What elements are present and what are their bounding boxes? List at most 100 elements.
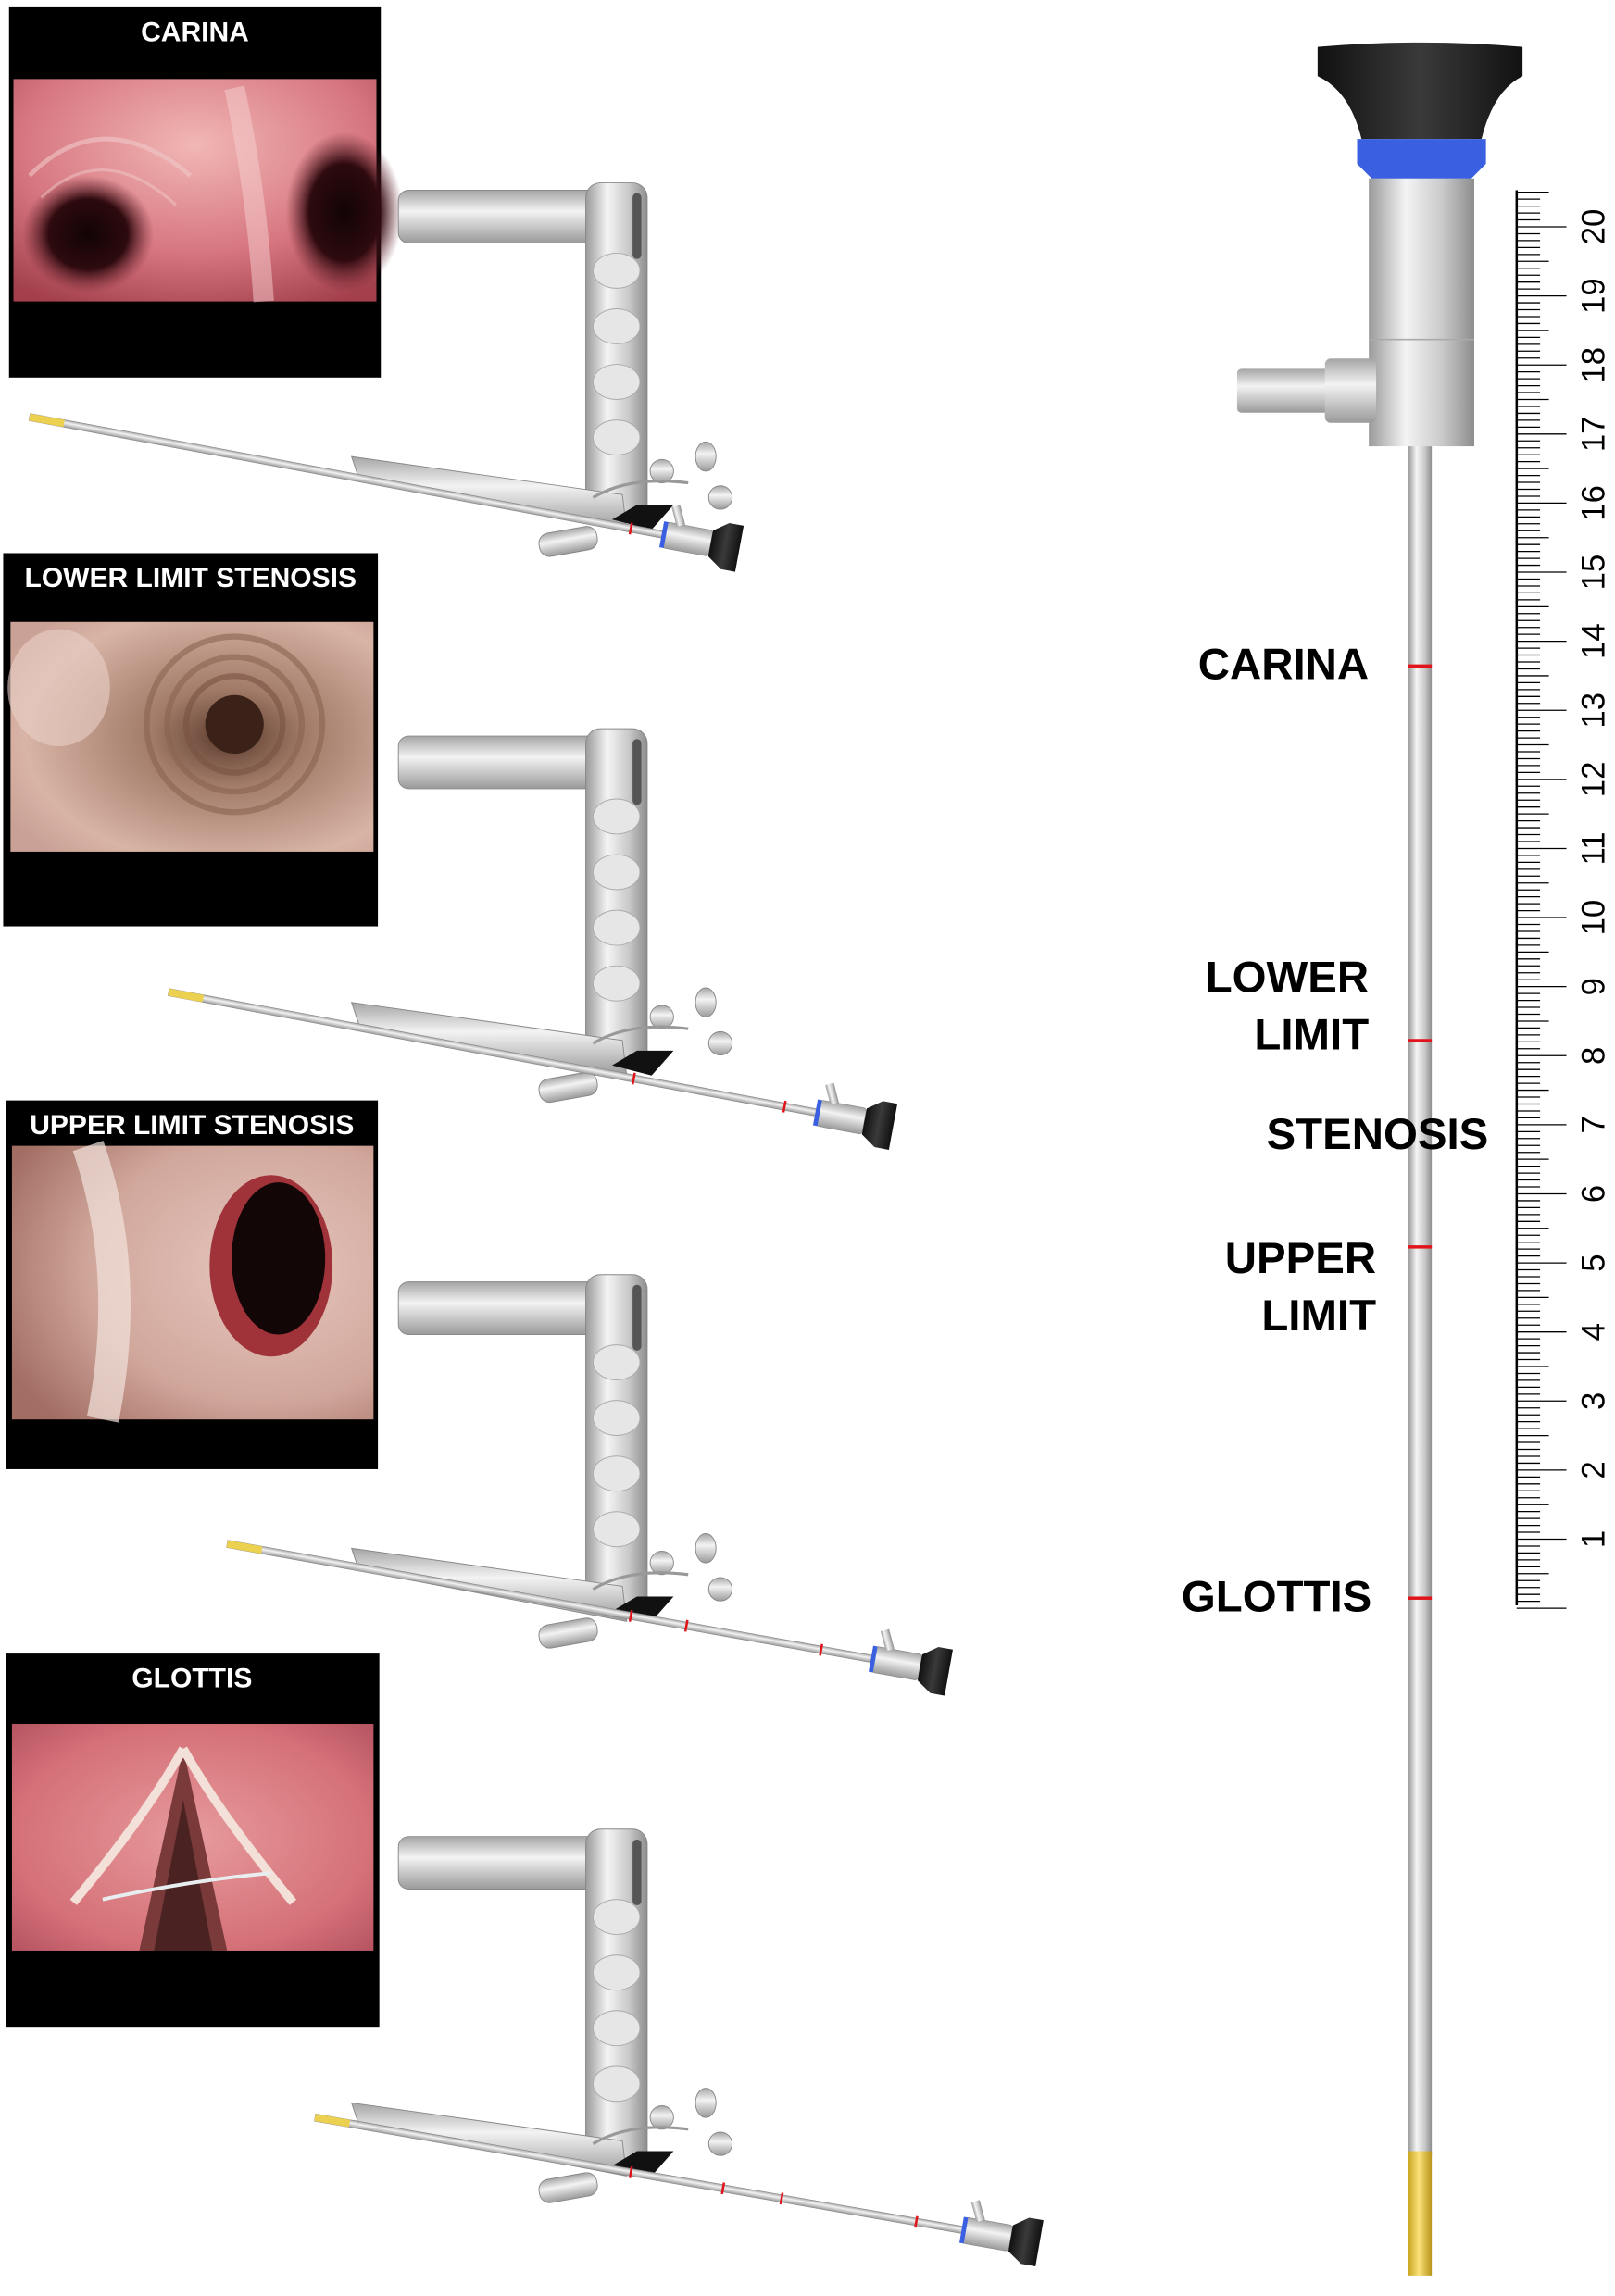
scope-light-post <box>970 2200 985 2223</box>
laryngoscope-4 <box>314 1828 1044 2267</box>
endoscopic-image-glottis <box>11 1723 374 1951</box>
jaw-opening <box>611 2151 674 2177</box>
ruler-number: 3 <box>1577 1392 1612 1410</box>
handle-grip <box>592 1400 641 1437</box>
ruler-number: 8 <box>1577 1047 1612 1065</box>
light-carrier-tube <box>397 1836 604 1890</box>
panel-carina: CARINA <box>8 6 403 378</box>
ruler-number: 6 <box>1577 1185 1612 1203</box>
handle-slot <box>632 739 642 805</box>
handle-grip <box>592 2010 641 2047</box>
endoscopic-image-carina <box>13 79 403 303</box>
rod-tip <box>168 988 205 1003</box>
rod-marker <box>631 1072 636 1085</box>
light-post-connector <box>1236 358 1377 423</box>
lever <box>695 987 717 1018</box>
marker-glottis <box>1408 1596 1433 1600</box>
panel-lower-limit-stenosis: LOWER LIMIT STENOSIS <box>3 553 379 927</box>
marker-lower-limit <box>1408 1039 1433 1042</box>
handle-grip <box>592 965 641 1002</box>
lever <box>695 2088 717 2118</box>
rod-tip <box>226 1540 263 1554</box>
scope-band <box>658 521 669 549</box>
handle-grip <box>592 854 641 891</box>
telescope-shaft <box>1408 446 1433 2156</box>
laryngoscope-1 <box>28 182 745 572</box>
ruler-number: 1 <box>1577 1530 1612 1548</box>
suction-port <box>538 526 598 557</box>
rod-tip <box>314 2114 351 2128</box>
rod-marker <box>628 2165 633 2178</box>
ruler-number: 7 <box>1577 1116 1612 1133</box>
handle-grip <box>592 1511 641 1548</box>
scope-body <box>962 2217 1013 2252</box>
scope-body <box>871 1646 922 1680</box>
label-glottis: GLOTTIS <box>1182 1572 1371 1621</box>
ruler-number: 18 <box>1577 347 1612 383</box>
marker-upper-limit <box>1408 1245 1433 1249</box>
laryngoscope-3 <box>226 1274 953 1696</box>
lever <box>695 441 717 472</box>
suction-port <box>538 2172 598 2203</box>
jaw-opening <box>611 1596 674 1622</box>
telescope-rod <box>314 2113 1044 2267</box>
ruler-number: 12 <box>1577 762 1612 798</box>
handle-grip <box>592 1455 641 1492</box>
lever <box>695 1533 717 1564</box>
handle-slot <box>632 193 642 259</box>
eyepiece-cup <box>1317 42 1523 140</box>
laryngoscope-body <box>350 1274 733 1649</box>
handle-grip <box>592 909 641 946</box>
suction-port <box>538 1617 598 1649</box>
telescope-body <box>1369 178 1474 447</box>
instrument-sequence <box>28 182 1044 2267</box>
rod-shaft <box>28 413 676 542</box>
handle-grip <box>592 2065 641 2103</box>
clamp-wire <box>592 2126 689 2145</box>
ruler-number: 19 <box>1577 278 1612 314</box>
clamp-wire <box>592 1571 689 1591</box>
light-carrier-tube <box>397 735 604 790</box>
panel-title: UPPER LIMIT STENOSIS <box>30 1110 354 1141</box>
handle-grip <box>592 364 641 400</box>
ruler-number: 9 <box>1577 978 1612 995</box>
laryngoscope-2 <box>167 728 898 1150</box>
handle-grip <box>592 798 641 835</box>
ruler-number: 16 <box>1577 485 1612 521</box>
jaw-opening <box>611 1050 674 1076</box>
rod-marker <box>914 2215 919 2228</box>
laryngoscope-body <box>350 728 733 1104</box>
side-port <box>707 1030 733 1056</box>
panel-upper-limit-stenosis: UPPER LIMIT STENOSIS <box>6 1100 379 1469</box>
handle-slot <box>632 1284 642 1351</box>
suction-port <box>538 1071 598 1104</box>
label-upper: UPPER <box>1225 1234 1376 1283</box>
ruler-number: 20 <box>1577 209 1612 245</box>
rod-marker <box>819 1643 824 1656</box>
handle-grip <box>592 1899 641 1936</box>
rod-tip <box>29 413 65 428</box>
clamp-knob <box>649 458 674 484</box>
scope-eyepiece <box>917 1646 953 1696</box>
rod-marker <box>628 522 633 535</box>
scope-eyepiece <box>707 522 745 572</box>
ruler-number: 4 <box>1577 1323 1612 1341</box>
laryngoscope-body <box>350 1828 733 2203</box>
handle-grip <box>592 252 641 289</box>
clamp-knob <box>649 1004 674 1029</box>
scope-body <box>816 1100 867 1135</box>
scope-eyepiece <box>861 1101 898 1150</box>
label-upper-limit: LIMIT <box>1261 1292 1376 1341</box>
ruler-number: 2 <box>1577 1461 1612 1479</box>
panel-title: LOWER LIMIT STENOSIS <box>25 563 357 593</box>
scope-band <box>958 2216 969 2244</box>
telescope-rod <box>226 1540 953 1696</box>
ruler-number: 11 <box>1577 831 1612 865</box>
handle-grip <box>592 1954 641 1991</box>
label-lower: LOWER <box>1206 954 1369 1003</box>
scope-light-post <box>880 1628 895 1652</box>
side-port <box>707 1577 733 1602</box>
panel-title: GLOTTIS <box>131 1663 252 1693</box>
telescope-rod <box>167 988 898 1150</box>
ruler-number: 13 <box>1577 693 1612 729</box>
